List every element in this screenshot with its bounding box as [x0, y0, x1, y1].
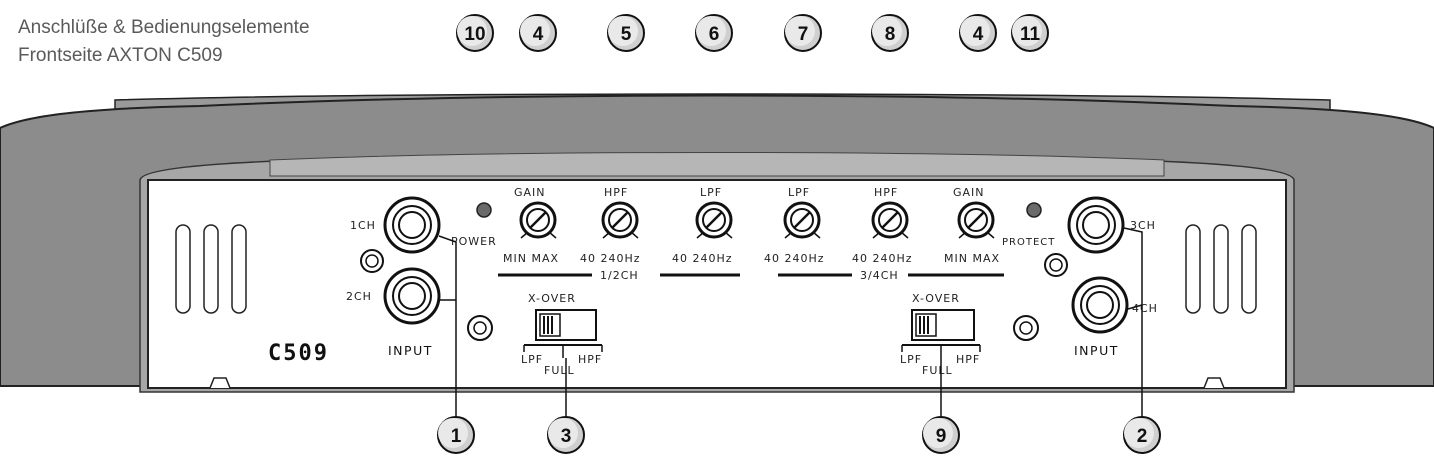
xover-switch-right — [901, 309, 981, 358]
panel-foot-right — [1203, 377, 1225, 389]
callout-3: 3 — [547, 416, 585, 454]
knob-lpf-right — [783, 201, 821, 239]
model-label: C509 — [268, 341, 329, 366]
svg-text:8: 8 — [885, 24, 896, 45]
vents-left — [175, 224, 247, 314]
svg-text:5: 5 — [621, 24, 632, 45]
callout-2: 2 — [1123, 416, 1161, 454]
screw-left-inner — [473, 321, 487, 335]
label-protect: PROTECT — [1002, 237, 1055, 248]
label-sw-lpf-right: LPF — [900, 353, 922, 366]
label-group-right: 3/4CH — [860, 269, 899, 282]
caption: Anschlüße & Bedienungselemente Frontseit… — [18, 14, 310, 70]
rca-input-right — [1044, 196, 1129, 334]
xover-switch-left — [523, 309, 603, 358]
svg-text:11: 11 — [1020, 24, 1041, 45]
label-2ch: 2CH — [346, 290, 372, 303]
label-4ch: 4CH — [1132, 302, 1158, 315]
label-group-left: 1/2CH — [600, 269, 639, 282]
callout-11: 11 — [1011, 14, 1049, 52]
knob-gain-right — [957, 201, 995, 239]
svg-text:3: 3 — [561, 426, 572, 447]
label-freq-hpf-left: 40 240Hz — [580, 252, 641, 265]
knob-lpf-left — [695, 201, 733, 239]
callout-9: 9 — [922, 416, 960, 454]
label-sw-hpf-right: HPF — [956, 353, 980, 366]
protect-led-icon — [1026, 202, 1042, 218]
knob-gain-left — [519, 201, 557, 239]
label-xover-right: X-OVER — [912, 292, 960, 305]
label-gain-left: GAIN — [514, 186, 546, 199]
rca-input-left — [360, 196, 441, 325]
label-1ch: 1CH — [350, 219, 376, 232]
svg-text:7: 7 — [798, 24, 809, 45]
knob-hpf-left — [601, 201, 639, 239]
svg-text:10: 10 — [464, 24, 485, 45]
callout-4-right: 4 — [959, 14, 997, 52]
callout-7: 7 — [784, 14, 822, 52]
label-sw-hpf-left: HPF — [578, 353, 602, 366]
caption-line-2: Frontseite AXTON C509 — [18, 45, 223, 66]
leader-lines — [438, 227, 1143, 420]
callouts-bottom: 1 3 9 2 — [437, 416, 1161, 454]
label-lpf-right: LPF — [788, 186, 810, 199]
svg-text:9: 9 — [936, 426, 947, 447]
label-sw-full-right: FULL — [922, 364, 953, 377]
label-sw-full-left: FULL — [544, 364, 575, 377]
label-gain-right: GAIN — [953, 186, 985, 199]
label-xover-left: X-OVER — [528, 292, 576, 305]
label-sw-lpf-left: LPF — [521, 353, 543, 366]
label-hpf-right: HPF — [874, 186, 898, 199]
callouts-top: 10 4 5 6 7 8 4 11 — [456, 14, 1049, 52]
power-led-icon — [476, 202, 492, 218]
label-hpf-left: HPF — [604, 186, 628, 199]
vents-right — [1185, 224, 1257, 314]
label-freq-lpf-right: 40 240Hz — [764, 252, 825, 265]
label-lpf-left: LPF — [700, 186, 722, 199]
callout-5: 5 — [607, 14, 645, 52]
heatsink-ridge — [269, 152, 1165, 177]
label-minmax-right: MIN MAX — [944, 252, 1000, 265]
label-input-right: INPUT — [1074, 343, 1119, 358]
label-freq-hpf-right: 40 240Hz — [852, 252, 913, 265]
label-minmax-left: MIN MAX — [503, 252, 559, 265]
caption-line-1: Anschlüße & Bedienungselemente — [18, 17, 310, 38]
label-input-left: INPUT — [388, 343, 433, 358]
screw-right-inner — [1019, 321, 1033, 335]
callout-8: 8 — [871, 14, 909, 52]
svg-text:4: 4 — [973, 24, 984, 45]
callout-10: 10 — [456, 14, 494, 52]
callout-6: 6 — [695, 14, 733, 52]
panel-foot-left — [209, 377, 231, 389]
label-power: POWER — [451, 235, 497, 248]
callout-1: 1 — [437, 416, 475, 454]
svg-text:6: 6 — [709, 24, 720, 45]
svg-text:4: 4 — [533, 24, 544, 45]
callout-4-left: 4 — [519, 14, 557, 52]
label-freq-lpf-left: 40 240Hz — [672, 252, 733, 265]
svg-text:2: 2 — [1137, 426, 1148, 447]
knob-hpf-right — [871, 201, 909, 239]
svg-text:1: 1 — [451, 426, 462, 447]
label-3ch: 3CH — [1130, 219, 1156, 232]
